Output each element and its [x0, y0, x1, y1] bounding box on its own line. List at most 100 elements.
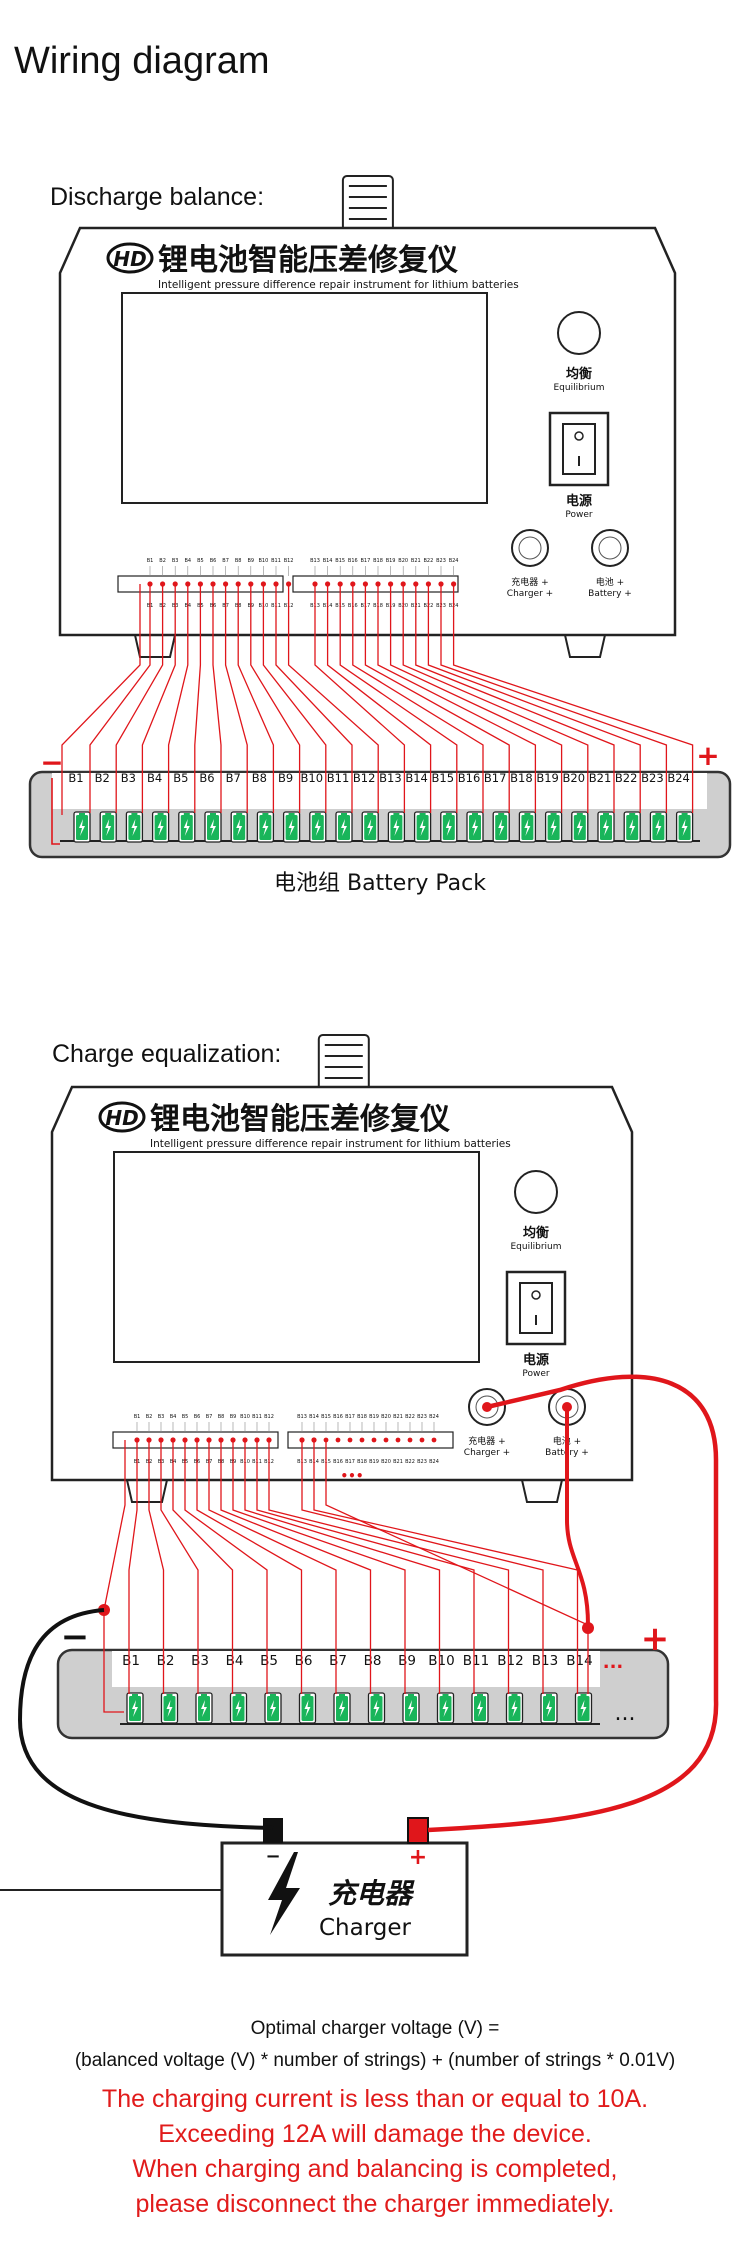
charge-battery-cell: [574, 1692, 593, 1724]
charge-cell-cap: [201, 1694, 207, 1697]
charge-pin-dot: [194, 1437, 200, 1443]
charger-post-dot: [482, 1402, 492, 1412]
discharge-pin-dot: [286, 581, 292, 587]
charge-balance-wire: [244, 1440, 441, 1694]
discharge-pin-dot: [388, 581, 394, 587]
discharge-terminal-label: B20: [398, 558, 408, 564]
discharge-cell-cap: [576, 813, 583, 816]
charge-terminal-label-bottom: B19: [369, 1459, 379, 1465]
charge-pin-dot: [230, 1437, 236, 1443]
discharge-cell-cap: [183, 813, 190, 816]
discharge-pin-dot: [172, 581, 178, 587]
charge-pin-dot: [134, 1437, 140, 1443]
charge-power-cn: 电源: [523, 1352, 549, 1368]
discharge-balance-wire: [377, 584, 537, 813]
discharge-cell-label-B13: B13: [379, 771, 402, 785]
discharge-terminal-label: B4: [184, 558, 191, 564]
charge-cell-bolt-icon: [511, 1700, 518, 1717]
discharge-cell-bolt-icon: [341, 819, 347, 836]
discharge-cell-label-B21: B21: [589, 771, 612, 785]
charge-terminal-label: B8: [218, 1414, 225, 1420]
discharge-cell-cap: [262, 813, 269, 816]
discharge-power-cn: 电源: [566, 493, 592, 509]
discharge-cell-cap: [655, 813, 662, 816]
charge-cell-cap: [477, 1694, 483, 1697]
discharge-pin-dot: [223, 581, 229, 587]
discharge-cell-cap: [603, 813, 609, 816]
charge-terminal-label: B22: [405, 1414, 415, 1420]
charge-pin-dot: [419, 1437, 425, 1443]
discharge-battery-cell: [675, 811, 694, 843]
discharge-battery-label-en: Battery +: [588, 589, 632, 599]
charge-equilibrium-cn: 均衡: [523, 1225, 549, 1241]
charge-terminal-label: B2: [146, 1414, 153, 1420]
discharge-pin-dot: [273, 581, 279, 587]
charge-balance-wire: [148, 1440, 165, 1694]
discharge-pin-dot: [235, 581, 241, 587]
discharge-cell-cap: [550, 813, 557, 816]
charge-screen: [113, 1151, 480, 1363]
charge-cell-label-B4: B4: [226, 1653, 244, 1669]
discharge-device-name-cn: 锂电池智能压差修复仪: [158, 243, 458, 278]
discharge-balance-wire: [194, 584, 202, 813]
discharge-cell-label-B18: B18: [510, 771, 533, 785]
charge-cell-label-B1: B1: [122, 1653, 140, 1669]
charge-battery-cell: [126, 1692, 144, 1724]
charge-terminal-label: B18: [357, 1414, 367, 1420]
discharge-terminal-label: B11: [271, 558, 281, 564]
discharge-pin-dot: [350, 581, 356, 587]
discharge-pin-dot: [375, 581, 381, 587]
charge-cell-bolt-icon: [580, 1700, 587, 1717]
discharge-terminal-label: B1: [147, 558, 154, 564]
discharge-cell-bolt-icon: [79, 819, 85, 836]
charge-cell-label-B7: B7: [329, 1653, 347, 1669]
formula-line-1: Optimal charger voltage (V) =: [250, 2018, 500, 2039]
charge-balance-wire: [196, 1440, 303, 1694]
discharge-terminal-label: B23: [436, 558, 446, 564]
discharge-battery-cell: [649, 811, 668, 843]
charge-balance-wire: [184, 1440, 268, 1694]
discharge-cell-cap: [498, 813, 505, 816]
discharge-balance-wire: [314, 584, 406, 813]
discharge-terminal-label: B18: [373, 558, 383, 564]
discharge-charger-label-en: Charger +: [507, 589, 553, 599]
charge-cell-cap: [235, 1694, 242, 1697]
charge-balance-wire: [256, 1440, 475, 1694]
page-title: Wiring diagram: [14, 40, 270, 82]
discharge-battery-cell: [73, 811, 91, 843]
discharge-cell-label-B12: B12: [353, 771, 376, 785]
charge-cell-label-B9: B9: [398, 1653, 416, 1669]
discharge-battery-cell: [151, 811, 170, 843]
charge-negative-cable: [17, 1608, 274, 1830]
charge-terminal-label: B13: [297, 1414, 307, 1420]
discharge-cell-label-B4: B4: [147, 771, 162, 785]
charge-terminal-label: B10: [240, 1414, 250, 1420]
discharge-screen: [121, 292, 488, 504]
charge-cell-label-B6: B6: [295, 1653, 313, 1669]
discharge-battery-cell: [230, 811, 248, 843]
charge-terminal-label: B6: [194, 1414, 201, 1420]
charge-terminal-label-bottom: B24: [429, 1459, 439, 1465]
charge-balance-wire: [232, 1440, 406, 1694]
discharge-cell-label-B15: B15: [432, 771, 455, 785]
charge-terminal-label: B23: [417, 1414, 427, 1420]
discharge-cell-label-B9: B9: [278, 771, 293, 785]
discharge-balance-wire: [402, 584, 589, 813]
discharge-cell-bolt-icon: [655, 819, 662, 836]
charge-cell-bolt-icon: [339, 1700, 345, 1717]
charge-cell-bolt-icon: [132, 1700, 138, 1717]
discharge-cell-bolt-icon: [472, 819, 478, 836]
discharge-cell-bolt-icon: [105, 819, 112, 836]
discharge-power-o: [574, 431, 584, 441]
charge-pin-dot: [335, 1437, 341, 1443]
discharge-terminal-label: B16: [348, 558, 358, 564]
discharge-logo-text: HD: [113, 247, 146, 271]
charge-terminal-label: B7: [206, 1414, 213, 1420]
charge-cell-cap: [546, 1694, 552, 1697]
discharge-cell-cap: [314, 813, 321, 816]
discharge-handle: [341, 175, 394, 235]
discharge-balance-wire: [141, 584, 176, 813]
charge-battery-cell: [540, 1692, 558, 1724]
